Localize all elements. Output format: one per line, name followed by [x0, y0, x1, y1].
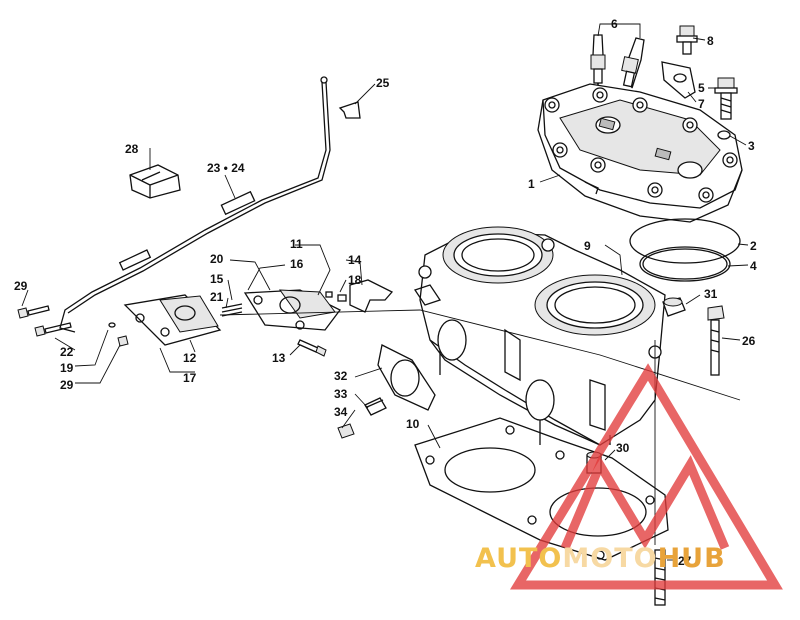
stud-nut-33-34	[337, 397, 387, 439]
clip-25	[338, 101, 361, 119]
bracket-washer	[661, 61, 696, 99]
washer-3	[717, 130, 731, 140]
label-1: 1	[528, 177, 535, 191]
watermark-text: AUTOMOTOHUB	[475, 543, 726, 574]
label-22: 22	[60, 345, 74, 359]
label-12: 12	[183, 351, 197, 365]
label-27: 27	[678, 554, 692, 568]
label-3: 3	[748, 139, 755, 153]
label-32: 32	[334, 369, 348, 383]
label-28: 28	[125, 142, 139, 156]
label-33: 33	[334, 387, 348, 401]
stud-26	[707, 305, 725, 376]
label-2: 2	[750, 239, 757, 253]
watermark-part2: MOTO	[562, 543, 657, 574]
label-16: 16	[290, 257, 304, 271]
label-9: 9	[584, 239, 591, 253]
leader-lines	[21, 23, 749, 561]
label-34: 34	[334, 405, 348, 419]
watermark-logo	[509, 363, 783, 590]
label-14: 14	[348, 253, 362, 267]
watermark-triangle	[509, 363, 783, 590]
label-11: 11	[290, 237, 303, 251]
label-21: 21	[210, 290, 224, 304]
label-13: 13	[272, 351, 286, 365]
stud-27	[654, 549, 666, 606]
part-labels: 6 8 5 7 3 1 2 4 9 31 26 10 30 27 32 33 3…	[14, 17, 757, 568]
cylinder-head	[537, 83, 743, 223]
throttle-cable	[59, 76, 331, 333]
label-8: 8	[707, 34, 714, 48]
label-29a: 29	[14, 279, 28, 293]
label-23-24: 23 • 24	[207, 161, 245, 175]
bracket-14	[349, 279, 394, 313]
label-17: 17	[183, 371, 197, 385]
spark-plugs	[590, 34, 645, 89]
o-rings	[629, 218, 741, 282]
reed-valve-assembly	[123, 289, 341, 346]
watermark: AUTOMOTOHUB	[475, 363, 783, 590]
label-26: 26	[742, 334, 756, 348]
bolts-left	[17, 305, 129, 347]
label-18: 18	[348, 273, 362, 287]
watermark-m-mark	[560, 455, 730, 550]
block-28	[129, 164, 181, 199]
label-20: 20	[210, 252, 224, 266]
label-6: 6	[611, 17, 618, 31]
spring-21	[221, 303, 243, 317]
pin-18	[325, 291, 347, 302]
label-5: 5	[698, 81, 705, 95]
watermark-part3: HUB	[658, 543, 726, 574]
watermark-part1: AUTO	[475, 543, 562, 574]
base-gasket	[414, 417, 669, 561]
bolt-5	[714, 77, 738, 120]
label-31: 31	[704, 287, 718, 301]
cylinder-block	[413, 226, 666, 446]
label-4: 4	[750, 259, 757, 273]
label-19: 19	[60, 361, 74, 375]
label-15: 15	[210, 272, 224, 286]
label-30: 30	[616, 441, 630, 455]
label-7: 7	[698, 97, 705, 111]
label-25: 25	[376, 76, 390, 90]
exhaust-gasket	[377, 344, 436, 411]
label-29b: 29	[60, 378, 74, 392]
bolt-13	[297, 339, 327, 357]
nut-31	[662, 297, 686, 317]
bolt-8	[676, 25, 698, 55]
label-10: 10	[406, 417, 420, 431]
